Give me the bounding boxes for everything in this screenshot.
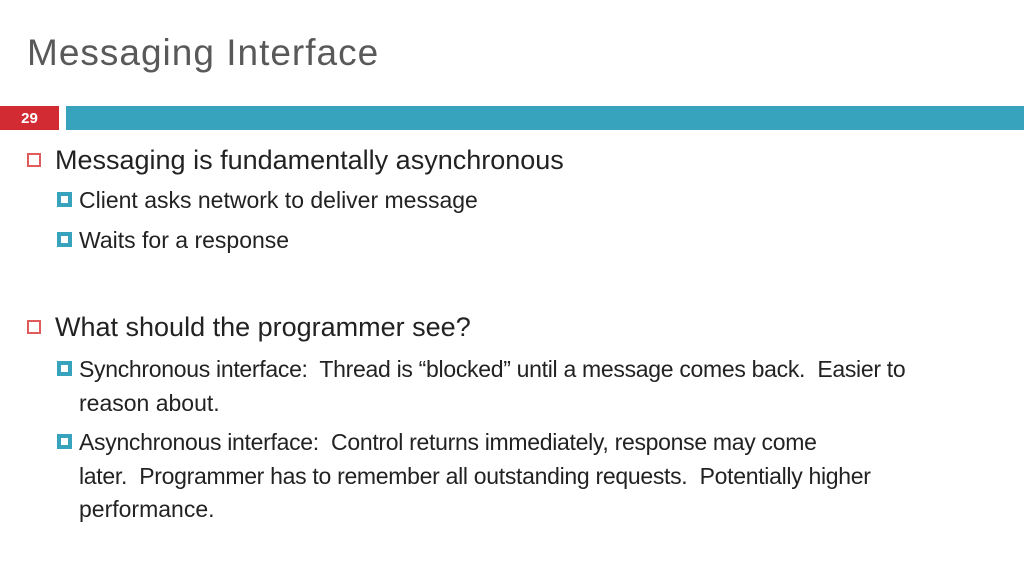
bullet-item: What should the programmer see? (27, 312, 471, 342)
bullet-square-filled-icon (57, 361, 72, 376)
sub-bullet-text: Client asks network to deliver message (79, 187, 478, 213)
bullet-square-filled-icon (57, 232, 72, 247)
bullet-square-filled-icon (57, 434, 72, 449)
sub-bullet-text: performance. (79, 496, 215, 522)
bullet-item: Messaging is fundamentally asynchronous (27, 145, 564, 175)
sub-bullet-item: Synchronous interface: Thread is “blocke… (57, 356, 906, 382)
sub-bullet-text: Waits for a response (79, 227, 290, 253)
sub-bullet-item: Waits for a response (57, 227, 289, 253)
sub-bullet-text: Synchronous interface: Thread is “blocke… (79, 356, 906, 382)
page-number-badge: 29 (0, 106, 59, 130)
accent-bar (66, 106, 1024, 130)
sub-bullet-text: Asynchronous interface: Control returns … (79, 429, 817, 455)
page-number: 29 (21, 109, 38, 127)
bullet-square-filled-icon (57, 192, 72, 207)
slide-title: Messaging Interface (27, 32, 380, 73)
bullet-square-outline-icon (27, 153, 41, 167)
bullet-text: What should the programmer see? (55, 312, 471, 342)
sub-bullet-continuation: later. Programmer has to remember all ou… (79, 463, 871, 489)
sub-bullet-continuation: performance. (79, 496, 215, 522)
sub-bullet-item: Asynchronous interface: Control returns … (57, 429, 817, 455)
bullet-text: Messaging is fundamentally asynchronous (55, 145, 564, 175)
sub-bullet-text: reason about. (79, 390, 220, 416)
sub-bullet-item: Client asks network to deliver message (57, 187, 478, 213)
sub-bullet-continuation: reason about. (79, 390, 220, 416)
bullet-square-outline-icon (27, 320, 41, 334)
sub-bullet-text: later. Programmer has to remember all ou… (79, 463, 871, 489)
